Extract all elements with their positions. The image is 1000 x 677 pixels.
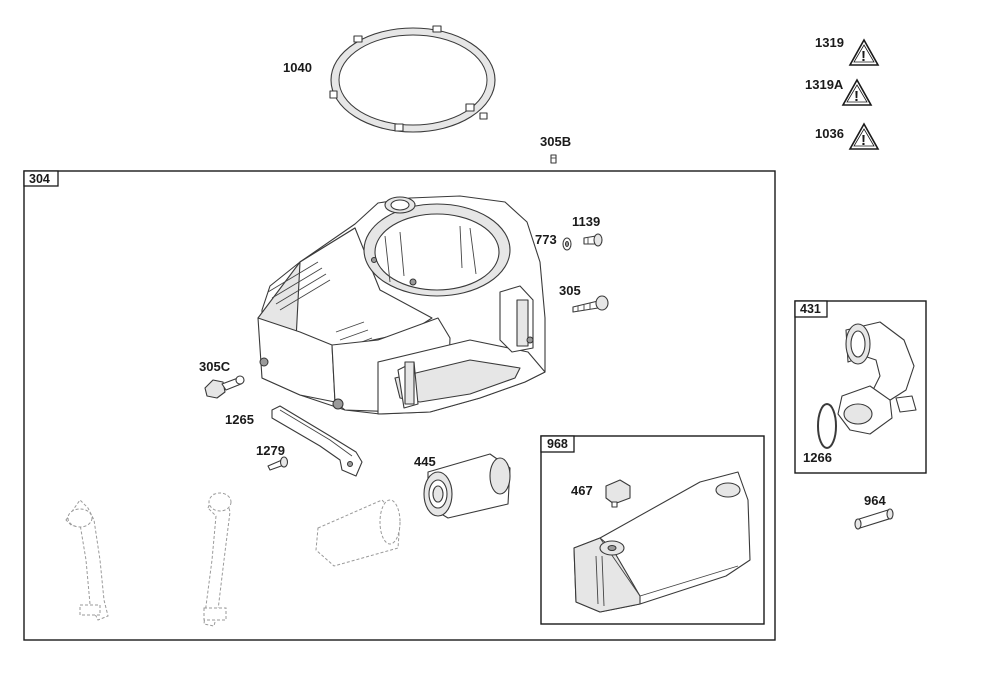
svg-text:!: ! <box>861 48 866 65</box>
part-1265-bracket[interactable] <box>271 405 363 477</box>
box-label-304: 304 <box>29 172 50 186</box>
part-305-bolt[interactable] <box>572 295 609 313</box>
part-445-filter[interactable] <box>423 453 511 519</box>
label-305: 305 <box>559 283 581 298</box>
warning-triangle-icon: ! <box>841 78 873 106</box>
label-1265: 1265 <box>225 412 254 427</box>
ghost-filter <box>315 499 401 567</box>
svg-text:!: ! <box>861 132 866 149</box>
box-968: 968 <box>540 435 765 625</box>
part-964-tube[interactable] <box>854 508 894 530</box>
label-1036: 1036 <box>815 126 844 141</box>
part-305C-bolt[interactable] <box>204 375 245 399</box>
label-467: 467 <box>571 483 593 498</box>
ghost-pipe-left <box>65 499 109 621</box>
part-431-elbow[interactable] <box>837 321 917 435</box>
warning-triangle-icon: ! <box>848 122 880 150</box>
part-773-washer[interactable] <box>562 237 572 251</box>
warning-triangle-icon: ! <box>848 38 880 66</box>
box-label-431: 431 <box>800 302 821 316</box>
part-1139-bolt[interactable] <box>583 233 603 247</box>
air-cleaner-cover[interactable] <box>573 471 751 613</box>
label-305C: 305C <box>199 359 231 374</box>
label-1319: 1319 <box>815 35 844 50</box>
part-1279-screw[interactable] <box>267 456 289 471</box>
part-1040-ring[interactable] <box>329 25 496 133</box>
label-773: 773 <box>535 232 557 247</box>
box-label-968: 968 <box>547 437 568 451</box>
label-1319A: 1319A <box>805 77 844 92</box>
label-305B: 305B <box>540 134 571 149</box>
blower-housing[interactable] <box>257 195 546 415</box>
box-431: 431 <box>794 300 927 474</box>
box-304: 304 <box>23 170 776 641</box>
ghost-pipe-middle <box>203 492 232 627</box>
part-467-cap[interactable] <box>605 479 631 508</box>
label-1279: 1279 <box>256 443 285 458</box>
label-1139: 1139 <box>572 214 600 229</box>
part-1266-oring[interactable] <box>817 403 837 449</box>
part-305B-screw[interactable] <box>550 154 557 164</box>
label-1266: 1266 <box>803 450 832 465</box>
svg-text:!: ! <box>854 88 859 105</box>
label-445: 445 <box>414 454 436 469</box>
label-964: 964 <box>864 493 886 508</box>
label-1040: 1040 <box>283 60 312 75</box>
